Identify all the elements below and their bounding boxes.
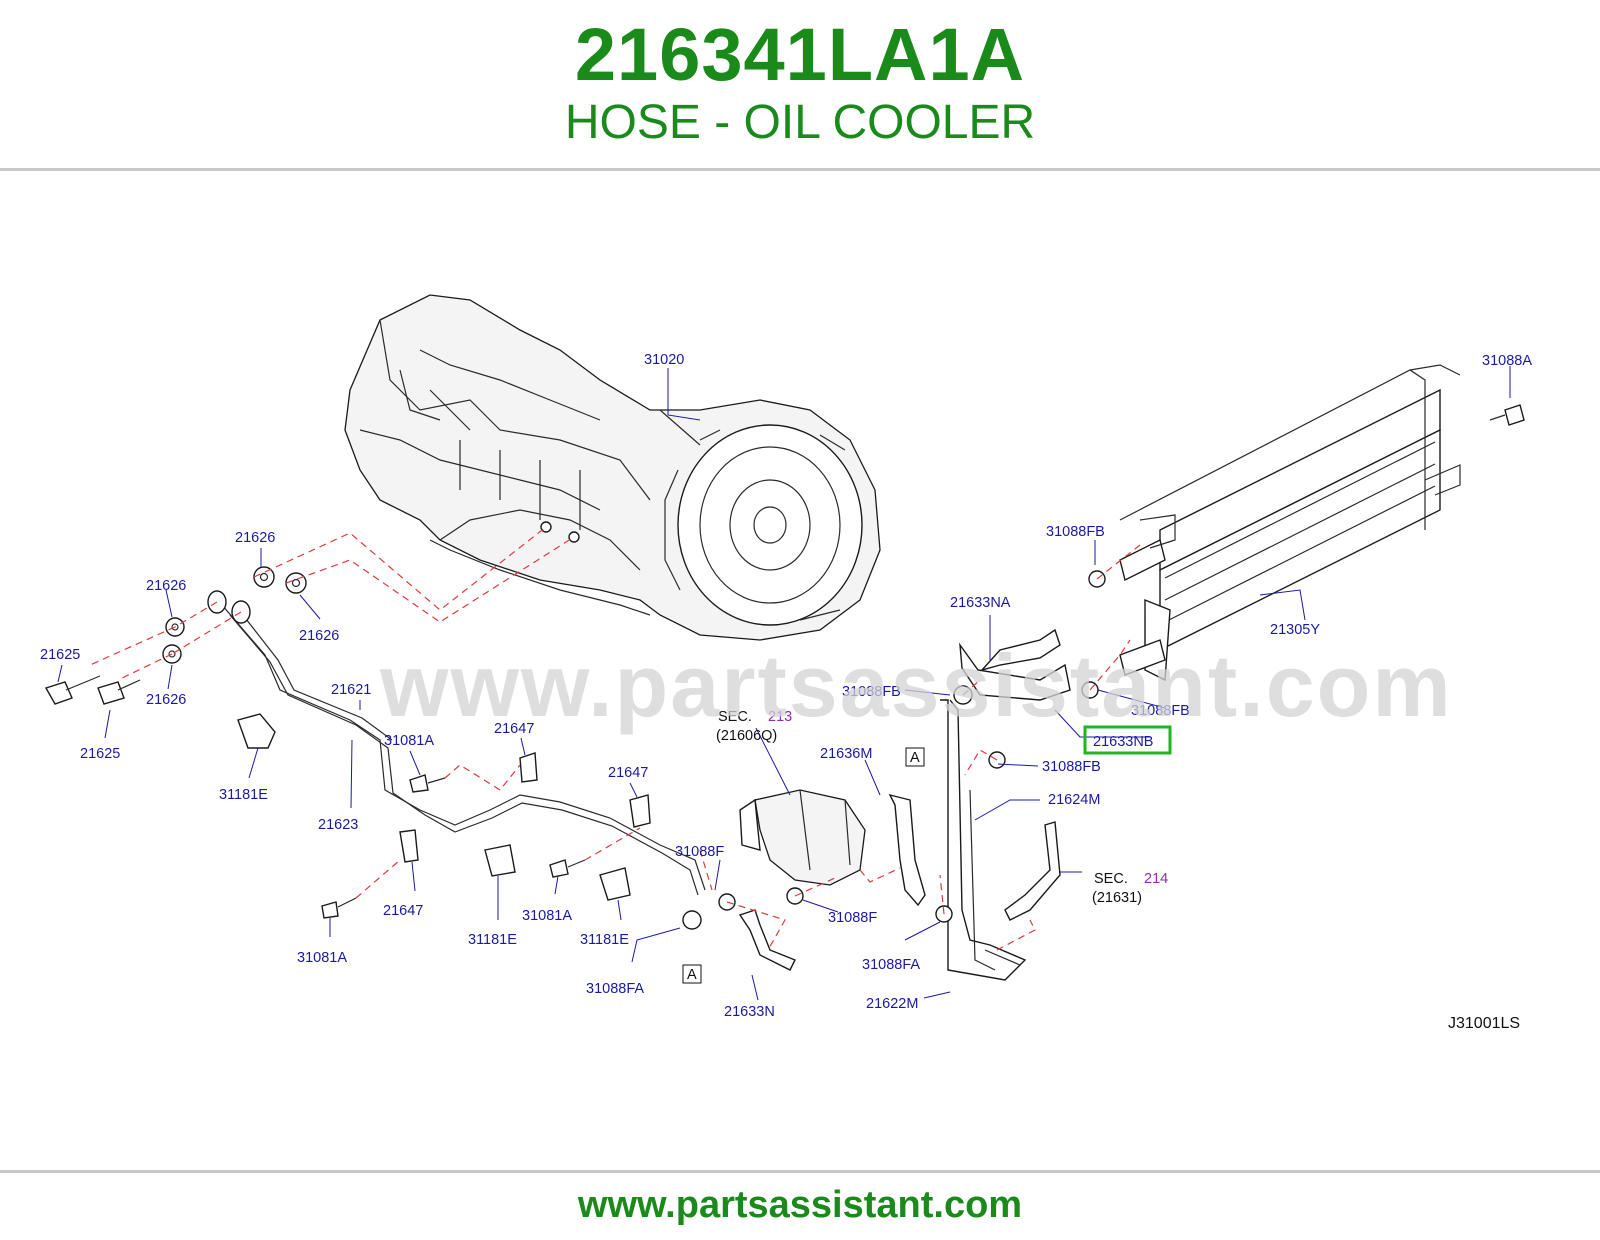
ref-a-top-label: A <box>910 750 920 766</box>
footer-url-link[interactable]: www.partsassistant.com <box>577 1184 1023 1226</box>
transmission-drawing <box>344 294 881 641</box>
label-31088fa-b[interactable]: 31088FA <box>862 957 920 973</box>
label-21633nb[interactable]: 21633NB <box>1093 734 1153 750</box>
bottom-divider <box>0 1170 1600 1173</box>
sec214-prefix: SEC. <box>1094 871 1128 887</box>
leader-lines <box>57 366 1511 1001</box>
label-31181e-b[interactable]: 31181E <box>468 932 517 948</box>
highlight-box <box>1083 725 1172 755</box>
label-21647-b[interactable]: 21647 <box>608 765 648 781</box>
label-21625-a[interactable]: 21625 <box>40 647 80 663</box>
sec214-link[interactable]: 214 <box>1144 871 1168 887</box>
label-21636m[interactable]: 21636M <box>820 746 872 762</box>
label-31088fb-left[interactable]: 31088FB <box>842 684 901 700</box>
label-21626-d[interactable]: 21626 <box>146 692 186 708</box>
label-31088fa-a[interactable]: 31088FA <box>586 981 644 997</box>
sec213-sub: (21606Q) <box>716 728 777 744</box>
label-21647-c[interactable]: 21647 <box>383 903 423 919</box>
sec214-sub: (21631) <box>1092 890 1142 906</box>
sec213-link[interactable]: 213 <box>768 709 792 725</box>
label-21623[interactable]: 21623 <box>318 817 358 833</box>
label-31020[interactable]: 31020 <box>644 352 684 368</box>
label-31181e-c[interactable]: 31181E <box>580 932 629 948</box>
part-labels: 31020 31088A 31088FB 21633NA 21305Y 3108… <box>40 352 1532 1032</box>
label-31088fb-top[interactable]: 31088FB <box>1046 524 1105 540</box>
watermark-text: www.partsassistant.com <box>380 636 1453 735</box>
label-31088fb-bottom[interactable]: 31088FB <box>1042 759 1101 775</box>
label-21626-b[interactable]: 21626 <box>146 578 186 594</box>
parts-diagram: 31020 31088A 31088FB 21633NA 21305Y 3108… <box>0 270 1600 1080</box>
label-21624m[interactable]: 21624M <box>1048 792 1100 808</box>
label-31081a-c[interactable]: 31081A <box>297 950 347 966</box>
label-21621[interactable]: 21621 <box>331 682 371 698</box>
part-number-title: 216341LA1A <box>574 13 1026 96</box>
label-31088a[interactable]: 31088A <box>1482 353 1532 369</box>
dashed-connectors <box>89 526 1141 951</box>
label-31088f-b[interactable]: 31088F <box>828 910 877 926</box>
ref-box-a-top <box>905 747 925 767</box>
ref-a-bottom-label: A <box>687 967 697 983</box>
label-21647-a[interactable]: 21647 <box>494 721 534 737</box>
top-divider <box>0 168 1600 171</box>
label-21633n[interactable]: 21633N <box>724 1004 775 1020</box>
label-21622m[interactable]: 21622M <box>866 996 918 1012</box>
label-21626-a[interactable]: 21626 <box>235 530 275 546</box>
label-31088f-a[interactable]: 31088F <box>675 844 724 860</box>
label-21625-b[interactable]: 21625 <box>80 746 120 762</box>
label-21305y[interactable]: 21305Y <box>1270 622 1320 638</box>
diagram-canvas: 31020 31088A 31088FB 21633NA 21305Y 3108… <box>40 294 1532 1032</box>
label-21626-c[interactable]: 21626 <box>299 628 339 644</box>
label-31088fb-right[interactable]: 31088FB <box>1131 703 1190 719</box>
label-21633na[interactable]: 21633NA <box>950 595 1011 611</box>
oil-cooler-drawing <box>1119 364 1461 682</box>
ref-box-a-bottom <box>682 964 702 984</box>
label-31081a-a[interactable]: 31081A <box>384 733 434 749</box>
label-31081a-b[interactable]: 31081A <box>522 908 572 924</box>
sec213-prefix: SEC. <box>718 709 752 725</box>
pipes-and-hoses <box>221 604 1071 981</box>
header: 216341LA1A HOSE - OIL COOLER <box>0 0 1600 168</box>
diagram-code: J31001LS <box>1448 1015 1520 1032</box>
label-31181e-a[interactable]: 31181E <box>219 787 268 803</box>
part-name-subtitle: HOSE - OIL COOLER <box>564 96 1036 149</box>
